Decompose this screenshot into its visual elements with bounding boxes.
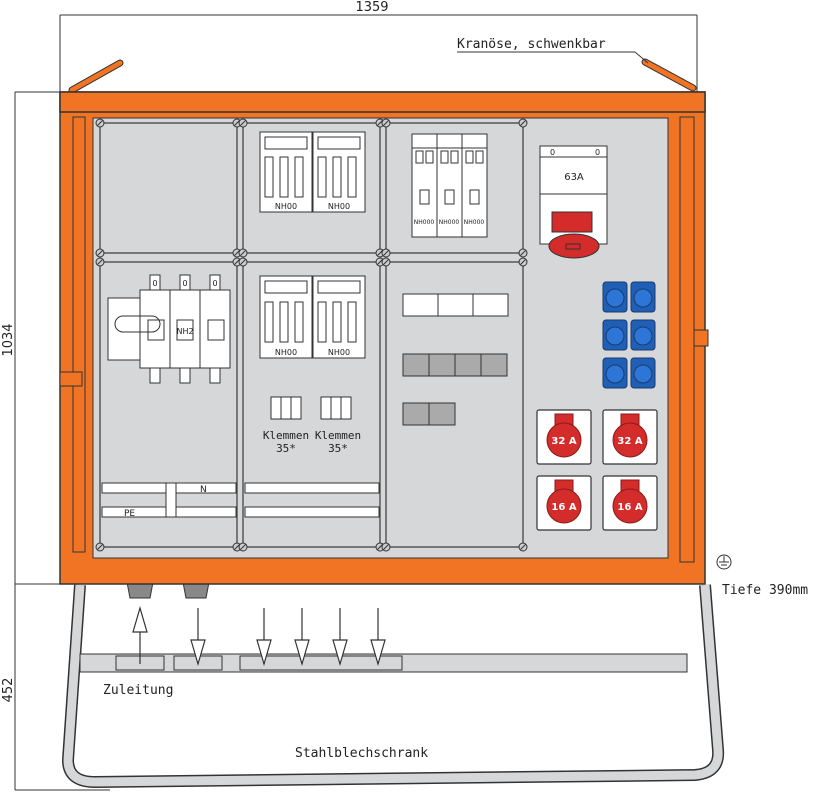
terminal-blocks [270,396,352,420]
cee-socket-icon [546,488,582,524]
earth-label: PE [124,509,135,519]
height-frame-label: 452 [1,678,16,703]
cee-socket-rating: 32 A [551,436,576,447]
terminal-label: Klemmen [263,429,309,442]
schuko-sockets [602,281,656,389]
supply-label: Zuleitung [103,683,173,698]
earth-symbol-icon [716,554,732,570]
crane-eye-label: Kranöse, schwenkbar [457,37,606,52]
cee-socket-rating: 16 A [617,502,642,513]
housing-roof [59,91,706,113]
door-lock [693,329,709,347]
circuit-breakers-row2 [402,402,456,426]
main-switch [107,274,231,384]
fuse-nh00-mid [259,275,366,359]
fuse-label: NH00 [275,202,297,211]
fuse-label: NH000 [414,219,435,226]
fuse-label: NH00 [275,348,297,357]
cee-socket-rating: 16 A [551,502,576,513]
width-label: 1359 [355,0,388,15]
cee-socket-icon [546,422,582,458]
door-hinge-right [679,116,695,563]
fuse-nh00-top [259,131,366,213]
panel-screws [95,118,528,552]
main-switch-label: NH2 [176,327,193,336]
busbars [101,482,380,518]
cable-arrows [132,605,386,667]
neutral-label: N [200,485,207,495]
depth-label: Tiefe 390mm [722,583,808,598]
cee-mark: 0 [550,148,555,157]
cee-socket-icon [612,488,648,524]
terminal-mark: 0 [182,279,187,288]
cee-socket-rating: 32 A [617,436,642,447]
cee-socket-icon [612,422,648,458]
height-cabinet-label: 1034 [1,323,16,356]
fuse-label: NH000 [439,219,460,226]
terminal-size: 35* [276,442,296,455]
housing-label: Stahlblechschrank [295,746,428,761]
terminal-mark: 0 [152,279,157,288]
fuse-nh000 [411,133,488,238]
fuse-label: NH000 [464,219,485,226]
terminal-label: Klemmen [315,429,361,442]
fuse-label: NH00 [328,202,350,211]
fuse-label: NH00 [328,348,350,357]
cable-clamps [115,655,403,671]
cee-sockets: 32 A 32 A 16 A 16 A [536,409,658,531]
cee-main-rating: 63A [564,172,584,183]
cee-mark: 0 [595,148,600,157]
circuit-breakers-row1 [402,353,508,377]
rcd-breakers [402,293,509,317]
door-hinge-left [72,116,86,553]
terminal-mark: 0 [212,279,217,288]
dimension-height [14,91,110,791]
cee-socket-63a [539,145,608,259]
terminal-size: 35* [328,442,348,455]
